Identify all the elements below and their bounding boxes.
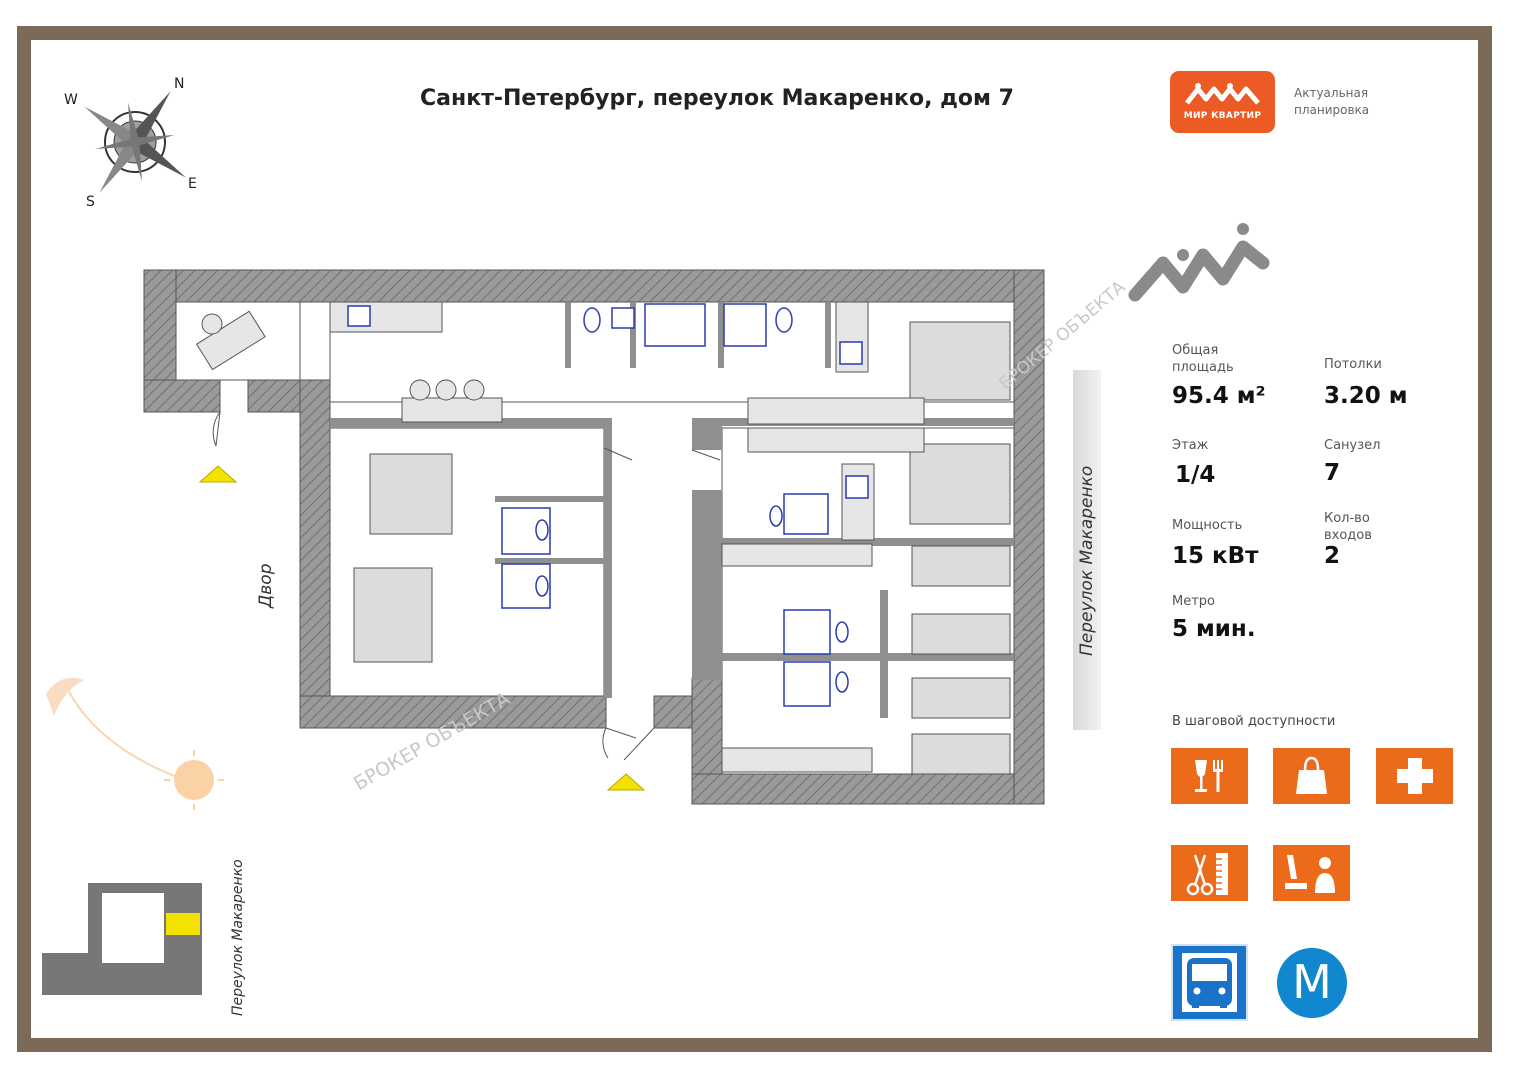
stat-floor-value: 1/4 — [1175, 462, 1216, 488]
stat-area-value: 95.4 м² — [1172, 383, 1266, 409]
compass-w: W — [64, 92, 78, 108]
sun-path-icon — [46, 677, 224, 810]
stat-metro-value: 5 мин. — [1172, 616, 1256, 642]
stat-entrances-label: Кол-во входов — [1324, 511, 1372, 543]
medical-cross-icon — [1376, 748, 1453, 804]
shopping-bag-icon — [1273, 748, 1350, 804]
stat-area-label: Общая площадь — [1172, 343, 1234, 375]
stat-power-value: 15 кВт — [1172, 543, 1259, 569]
location-mini-map — [42, 883, 202, 995]
stat-bathrooms-label: Санузел — [1324, 438, 1381, 453]
wall-outline — [143, 269, 1045, 805]
street-strip — [1073, 370, 1101, 730]
floor-plan — [143, 269, 1045, 805]
stat-ceilings-value: 3.20 м — [1324, 383, 1408, 409]
street-label-mini: Переулок Макаренко — [230, 859, 246, 1016]
brand-logo: МИР КВАРТИР — [1170, 71, 1275, 133]
metro-icon: М — [1277, 948, 1347, 1018]
sanitary-fixtures — [347, 303, 869, 707]
layout-note: Актуальная планировка — [1294, 86, 1370, 117]
stat-floor-label: Этаж — [1172, 438, 1209, 453]
stat-ceilings-label: Потолки — [1324, 357, 1382, 372]
brand-name: МИР КВАРТИР — [1183, 111, 1262, 121]
stat-power-label: Мощность — [1172, 518, 1243, 533]
barber-icon — [1171, 845, 1248, 901]
stat-entrances-value: 2 — [1324, 543, 1341, 569]
brand-mark-icon — [1185, 83, 1260, 105]
walk-distance-label: В шаговой доступности — [1172, 714, 1336, 729]
compass-s: S — [86, 194, 95, 210]
stat-metro-label: Метро — [1172, 594, 1215, 609]
watermark-logo-icon — [1128, 223, 1270, 302]
compass-e: E — [188, 176, 197, 192]
compass-rose-icon: N W E S — [64, 76, 197, 210]
entry-marker-yard — [198, 465, 238, 483]
page-title: Санкт-Петербург, переулок Макаренко, дом… — [420, 86, 1014, 111]
metro-letter: М — [1292, 955, 1332, 1009]
stat-bathrooms-value: 7 — [1324, 460, 1341, 486]
entry-marker-street — [606, 773, 646, 791]
beds — [353, 321, 1011, 775]
restaurant-icon — [1171, 748, 1248, 804]
beauty-salon-icon — [1273, 845, 1350, 901]
street-label-main: Переулок Макаренко — [1077, 465, 1097, 656]
compass-n: N — [174, 76, 184, 92]
doors — [212, 411, 721, 761]
bus-icon — [1171, 944, 1248, 1021]
